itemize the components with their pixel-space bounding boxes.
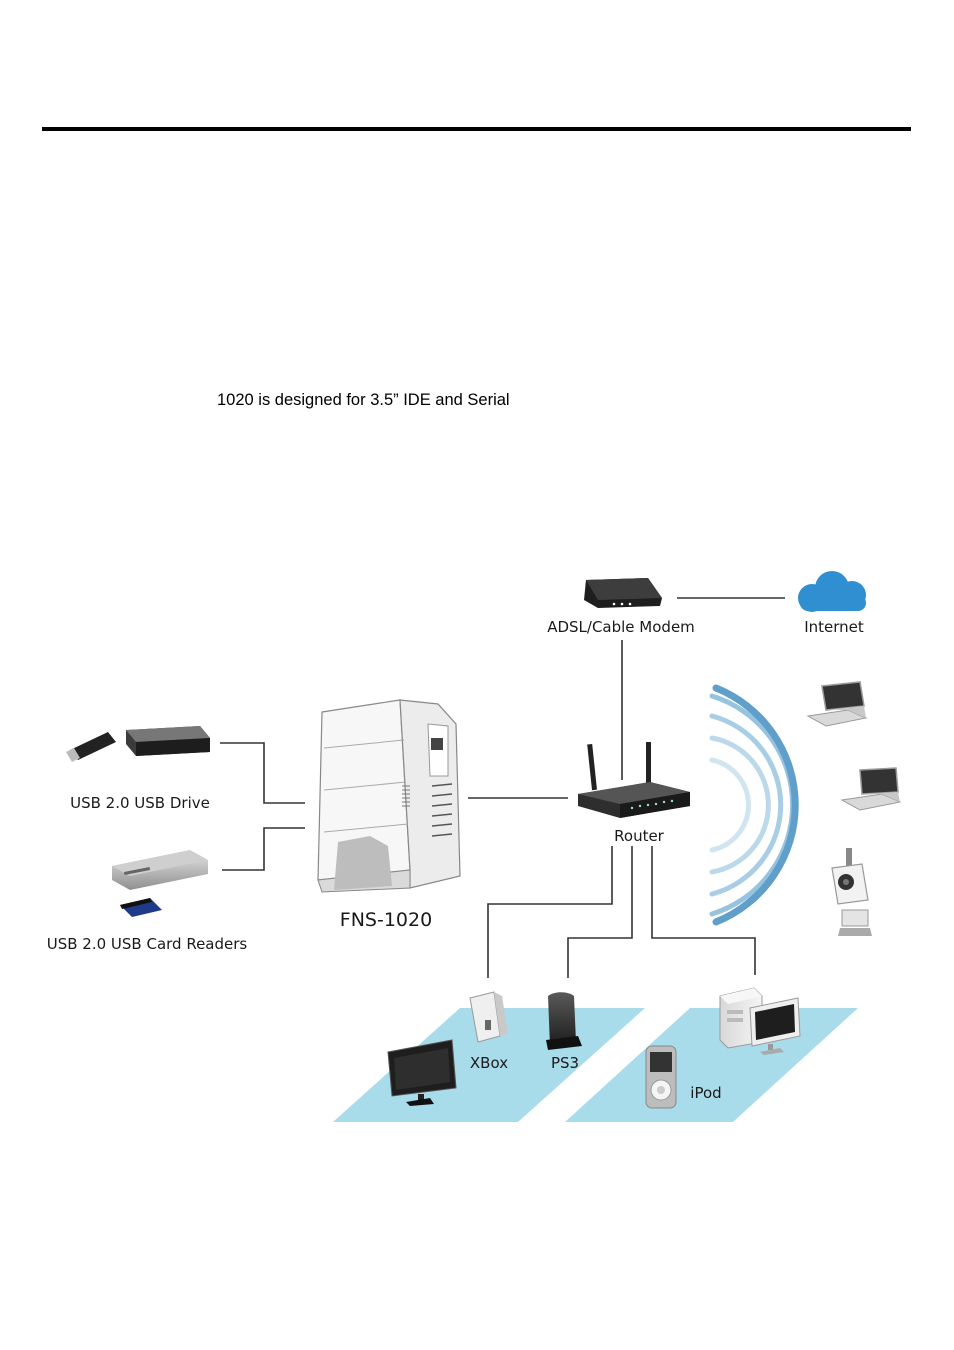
internet-cloud-icon <box>798 571 866 612</box>
usb-stick-icon <box>66 732 116 762</box>
wireless-signal-icon <box>709 684 799 926</box>
link-ps3 <box>567 846 633 978</box>
card-reader-icon <box>112 850 208 890</box>
link-xbox <box>487 846 613 978</box>
body-text: 1020 is designed for 3.5” IDE and Serial <box>217 391 510 409</box>
modem-icon <box>584 578 662 608</box>
usb-drive-label: USB 2.0 USB Drive <box>70 794 210 812</box>
ipod-icon <box>645 1045 677 1109</box>
router-icon <box>578 742 690 818</box>
nas-label: FNS-1020 <box>340 909 432 931</box>
link-card-reader <box>222 827 305 871</box>
external-drive-icon <box>126 726 210 756</box>
nas-device-icon <box>317 699 461 893</box>
header-rule <box>42 127 911 131</box>
ps3-icon <box>546 992 582 1050</box>
tv-icon <box>387 1039 457 1106</box>
ipod-label: iPod <box>690 1084 721 1102</box>
modem-label: ADSL/Cable Modem <box>547 618 695 636</box>
laptop-icon <box>840 767 902 811</box>
xbox-label: XBox <box>470 1054 508 1072</box>
link-usb-drive <box>220 742 305 804</box>
ps3-label: PS3 <box>551 1054 579 1072</box>
link-pc <box>651 846 756 975</box>
desktop-computer-icon <box>719 987 801 1055</box>
memory-card-icon <box>120 898 162 917</box>
internet-label: Internet <box>804 618 864 636</box>
card-readers-label: USB 2.0 USB Card Readers <box>47 935 248 953</box>
laptop-icon <box>806 681 868 727</box>
connection-lines <box>220 597 785 978</box>
router-label: Router <box>614 827 665 845</box>
ip-camera-icon <box>831 848 872 936</box>
xbox-icon <box>469 991 508 1043</box>
